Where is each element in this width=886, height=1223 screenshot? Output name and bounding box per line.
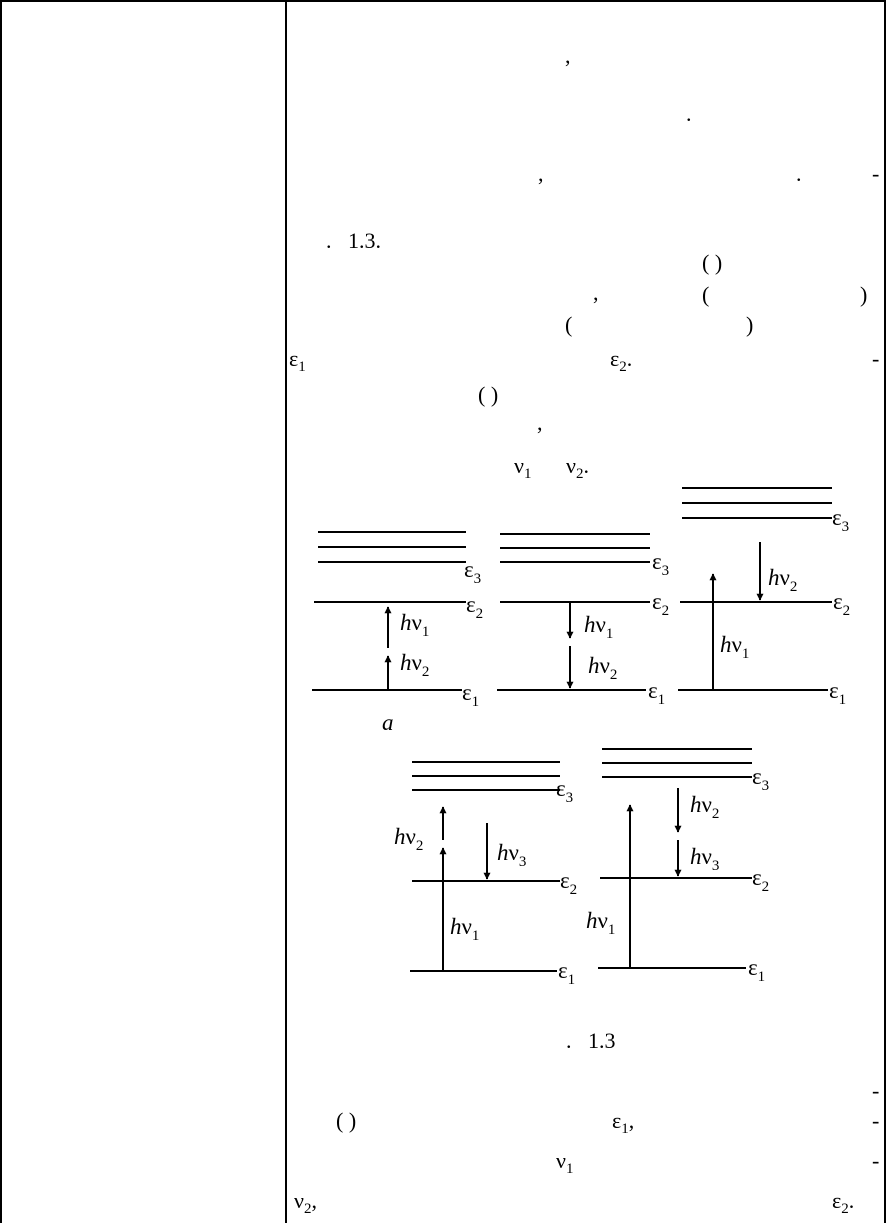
table-right-border [884, 0, 886, 1223]
symbol-nu-2: ν2, [294, 1188, 317, 1217]
text-comma: , [538, 161, 544, 186]
label-epsilon-3: ε3 [464, 557, 481, 587]
label-h-nu-3: hν3 [690, 844, 719, 874]
label-h-nu-2: hν2 [768, 565, 797, 595]
text-comma: , [593, 280, 599, 305]
label-epsilon-1: ε1 [462, 680, 479, 710]
label-epsilon-1: ε1 [748, 955, 765, 985]
label-epsilon-1: ε1 [558, 958, 575, 988]
label-h-nu-1: hν1 [450, 914, 479, 944]
text-paren-close: ) [746, 312, 754, 337]
panel-a-label: a [382, 710, 394, 735]
table-top-border [0, 0, 886, 2]
symbol-nu-1: ν1 [514, 453, 532, 482]
label-epsilon-3: ε3 [832, 505, 849, 535]
symbol-nu-2: ν2. [566, 453, 589, 482]
label-h-nu-1: hν1 [400, 610, 429, 640]
label-h-nu-2: hν2 [400, 650, 429, 680]
label-h-nu-2: hν2 [588, 653, 617, 683]
label-epsilon-2: ε2 [652, 589, 669, 619]
label-h-nu-2: hν2 [690, 792, 719, 822]
label-epsilon-2: ε2 [752, 865, 769, 895]
text-parentheses: ( ) [478, 382, 499, 407]
text-period: . [686, 101, 692, 126]
symbol-epsilon-2: ε2. [610, 346, 633, 375]
text-comma: , [565, 43, 571, 68]
symbol-epsilon-1: ε1 [289, 346, 306, 375]
text-paren-open: ( [565, 312, 573, 337]
hyphen-mark: - [872, 1108, 880, 1133]
text-period: . [796, 161, 802, 186]
text-parentheses: ( ) [336, 1108, 357, 1133]
symbol-epsilon-2: ε2. [832, 1188, 855, 1217]
text-comma: , [537, 410, 543, 435]
text-paren-close: ) [860, 282, 868, 307]
hyphen-mark: - [872, 161, 880, 186]
label-h-nu-1: hν1 [720, 632, 749, 662]
hyphen-mark: - [872, 1148, 880, 1173]
label-epsilon-2: ε2 [466, 592, 483, 622]
text-paren-open: ( [702, 282, 710, 307]
label-h-nu-3: hν3 [497, 840, 526, 870]
label-epsilon-3: ε3 [752, 764, 769, 794]
table-left-border [0, 0, 2, 1223]
hyphen-mark: - [872, 346, 880, 371]
symbol-nu-1: ν1 [556, 1148, 574, 1177]
label-epsilon-2: ε2 [560, 868, 577, 898]
label-epsilon-1: ε1 [829, 678, 846, 708]
label-epsilon-3: ε3 [652, 549, 669, 579]
symbol-epsilon-1: ε1, [612, 1108, 635, 1137]
label-epsilon-3: ε3 [556, 776, 573, 806]
figure-caption: . 1.3 [566, 1028, 616, 1053]
label-epsilon-2: ε2 [833, 589, 850, 619]
hyphen-mark: - [872, 1078, 880, 1103]
label-epsilon-1: ε1 [648, 678, 665, 708]
figure-reference: . 1.3. [326, 228, 381, 253]
label-h-nu-1: hν1 [584, 612, 613, 642]
label-h-nu-1: hν1 [586, 908, 615, 938]
table-column-divider [285, 0, 287, 1223]
text-parentheses: ( ) [702, 250, 723, 275]
label-h-nu-2: hν2 [394, 824, 423, 854]
